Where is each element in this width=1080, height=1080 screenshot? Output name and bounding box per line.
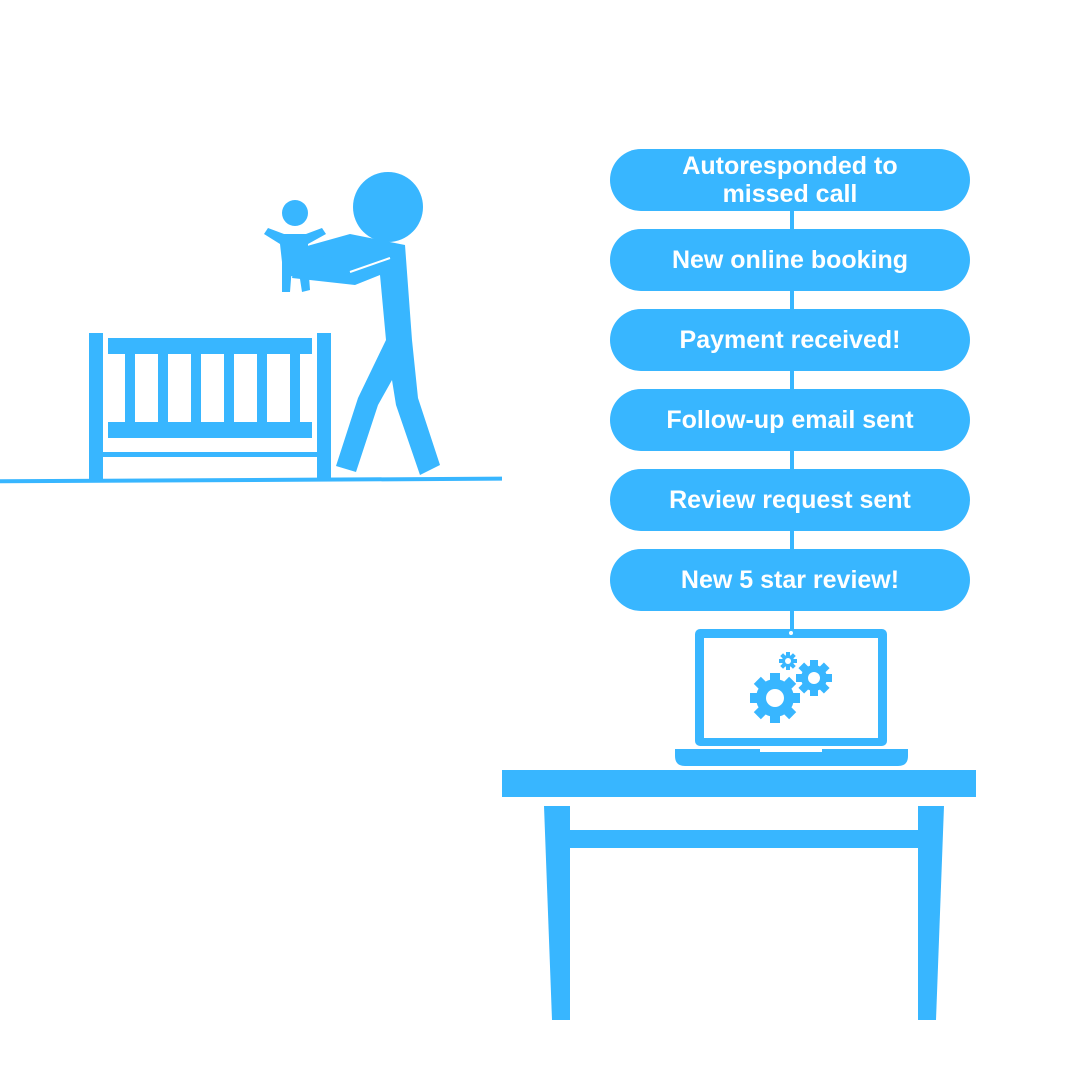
step-label-line1: Autoresponded to xyxy=(682,152,898,180)
workflow-step-booking: New online booking xyxy=(610,229,970,291)
workflow-step-follow-up: Follow-up email sent xyxy=(610,389,970,451)
step-label: Review request sent xyxy=(669,486,911,514)
desk-icon xyxy=(502,770,976,1020)
step-label: Follow-up email sent xyxy=(666,406,914,434)
floor-line xyxy=(0,476,503,484)
workflow-step-new-review: New 5 star review! xyxy=(610,549,970,611)
crib-icon xyxy=(89,333,331,480)
workflow-step-review-request: Review request sent xyxy=(610,469,970,531)
step-label: New online booking xyxy=(671,246,909,274)
step-label: New 5 star review! xyxy=(680,566,900,594)
workflow-step-payment: Payment received! xyxy=(610,309,970,371)
step-label-line2: missed call xyxy=(722,180,858,208)
parent-holding-baby-icon xyxy=(264,172,440,475)
gears-icon xyxy=(750,652,832,723)
step-label: Payment received! xyxy=(679,326,901,354)
